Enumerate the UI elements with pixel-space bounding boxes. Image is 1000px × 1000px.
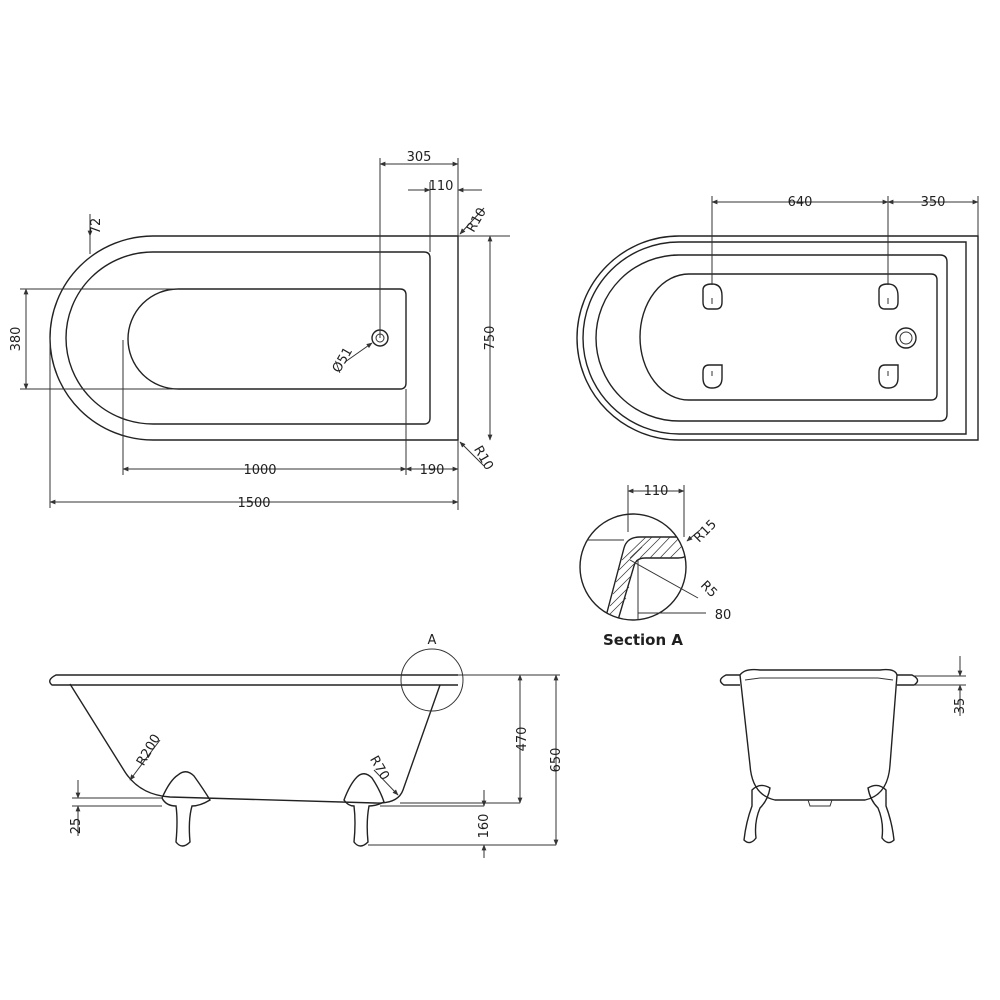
underside-base-outer	[595, 254, 948, 422]
section-dim-r5-label: R5	[697, 578, 720, 601]
dim-380-label: 380	[9, 327, 24, 352]
dim-72-label: 72	[89, 218, 104, 235]
foot-mount-icon	[702, 364, 723, 389]
top-plan-view: 305 110 72 R10 380 750 Ø51 1000 190	[9, 150, 510, 511]
tub-basin-outline	[127, 288, 407, 390]
section-a-detail: 110 R15 R5 80 Section A	[579, 484, 732, 649]
section-a-circle	[579, 513, 687, 621]
dim-r10-bottom-label: R10	[470, 443, 496, 473]
dim-470-label: 470	[515, 727, 530, 752]
tub-rim-inner-edge	[65, 251, 431, 425]
dim-r10-top-label: R10	[464, 205, 490, 235]
section-a-marker	[400, 648, 464, 712]
dim-640-label: 640	[788, 195, 813, 210]
underside-outer-outline	[576, 235, 979, 441]
underside-rim-edge	[582, 241, 967, 435]
waste-outlet-icon	[807, 799, 833, 807]
end-elevation-view: 35	[719, 656, 968, 844]
dim-190-label: 190	[420, 463, 445, 478]
section-a-title: Section A	[603, 631, 683, 649]
rim-profile	[604, 536, 686, 620]
underside-view: 640 350	[576, 195, 979, 441]
claw-foot-right	[343, 773, 385, 847]
side-elevation-view: A R200 R70 470 650 25 160	[49, 633, 564, 858]
section-a-marker-label: A	[428, 633, 437, 648]
end-claw-foot-right	[867, 784, 895, 844]
dim-650-label: 650	[549, 748, 564, 773]
underside-base-inner	[639, 273, 938, 401]
end-rim-left	[719, 674, 740, 686]
dim-750-label: 750	[483, 326, 498, 351]
side-rim	[49, 674, 458, 686]
waste-outlet-icon	[895, 327, 917, 349]
end-body-profile	[739, 668, 898, 801]
foot-mount-icon	[878, 364, 899, 389]
claw-foot-left	[161, 771, 211, 847]
dim-35-label: 35	[953, 698, 968, 715]
dim-350-label: 350	[921, 195, 946, 210]
dim-25-label: 25	[69, 818, 84, 835]
section-dim-r15-label: R15	[691, 517, 720, 546]
foot-mount-icon	[702, 283, 723, 310]
end-claw-foot-left	[743, 784, 771, 844]
dim-305-label: 305	[407, 150, 432, 165]
dim-160-label: 160	[477, 814, 492, 839]
dim-110-label: 110	[429, 179, 454, 194]
dim-1500-label: 1500	[237, 496, 270, 511]
dim-r70-label: R70	[366, 753, 392, 783]
dim-r200-label: R200	[134, 732, 164, 769]
dim-d51-label: Ø51	[330, 345, 356, 376]
tub-outer-rim	[49, 235, 459, 441]
side-body-profile	[69, 683, 441, 804]
section-dim-80-label: 80	[715, 608, 732, 623]
dim-1000-label: 1000	[243, 463, 276, 478]
foot-mount-icon	[878, 283, 899, 310]
section-dim-110-label: 110	[644, 484, 669, 499]
